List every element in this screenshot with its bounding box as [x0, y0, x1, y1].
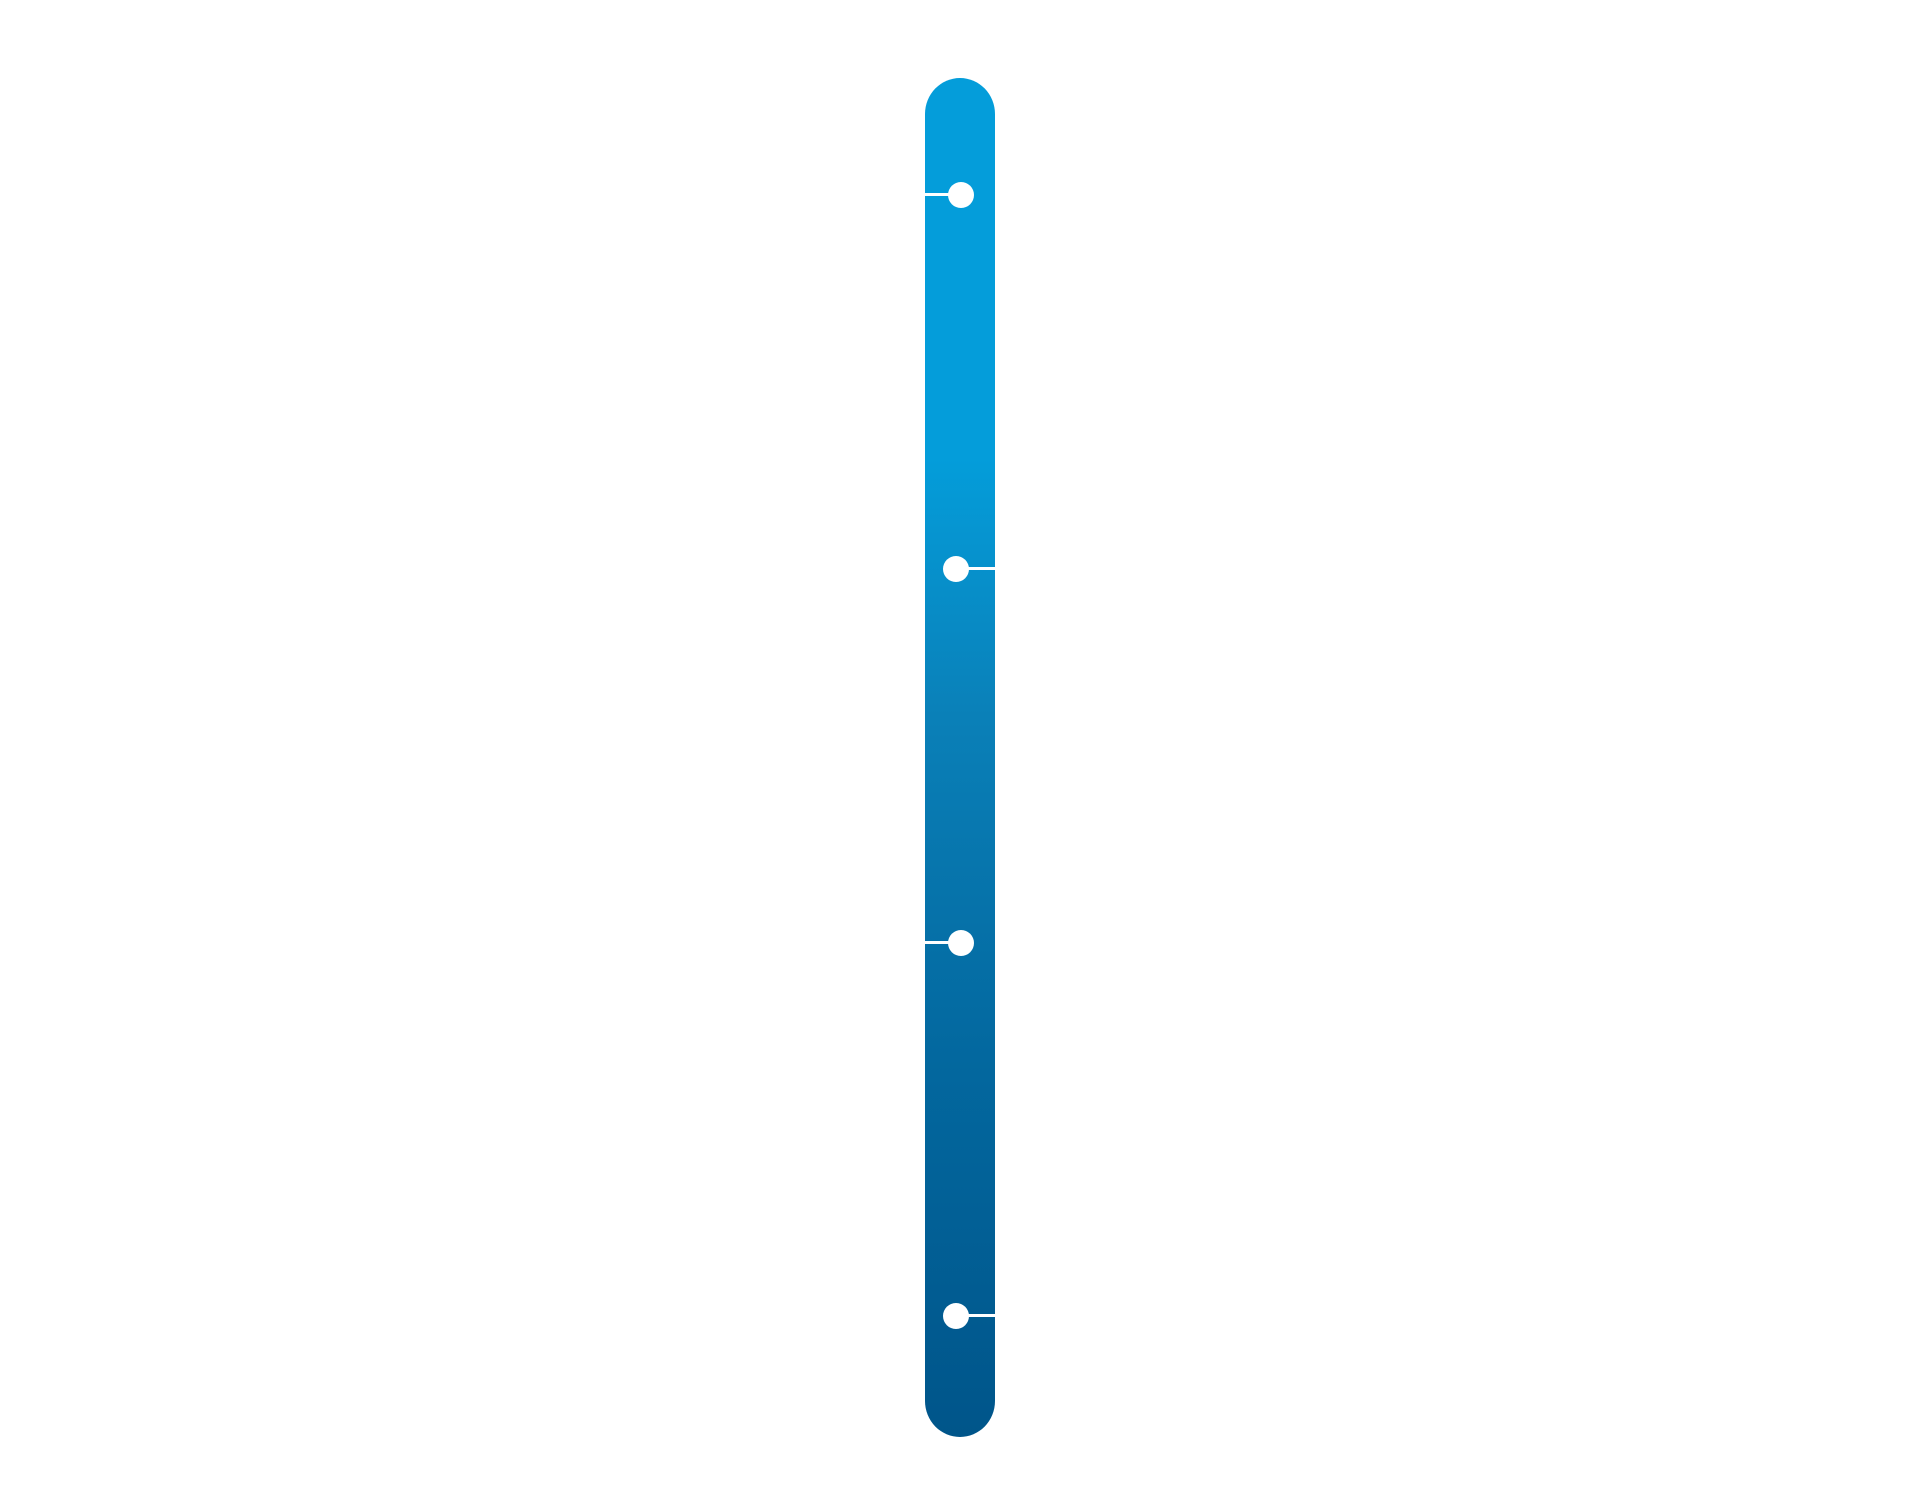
milestone-connector-line: [967, 567, 995, 570]
timeline-milestone-2: [925, 555, 995, 583]
timeline-milestone-3: [925, 929, 995, 957]
milestone-dot-icon: [948, 930, 974, 956]
timeline-bar: [925, 78, 995, 1437]
milestone-dot-icon: [948, 182, 974, 208]
milestone-connector-line: [967, 1314, 995, 1317]
timeline-milestone-1: [925, 181, 995, 209]
milestone-dot-icon: [943, 1303, 969, 1329]
milestone-dot-icon: [943, 556, 969, 582]
timeline-milestone-4: [925, 1302, 995, 1330]
milestone-connector-line: [925, 941, 951, 944]
milestone-connector-line: [925, 193, 951, 196]
